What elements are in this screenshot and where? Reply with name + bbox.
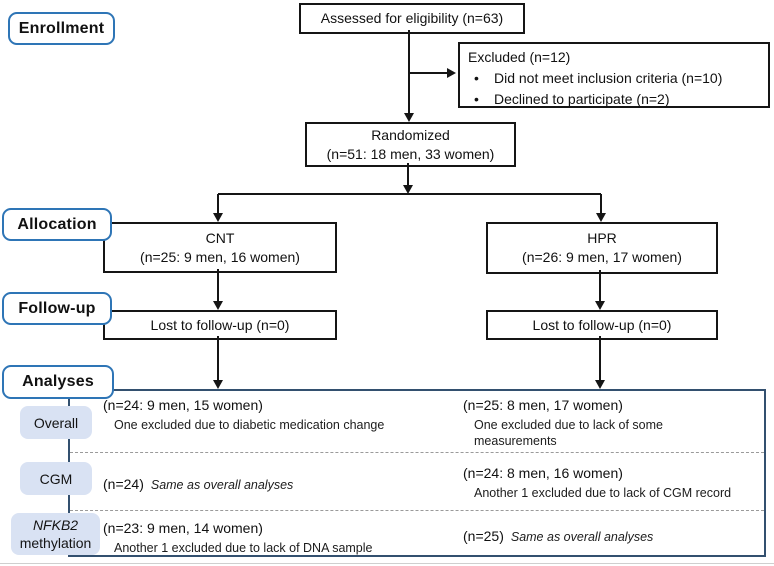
excluded-bullet-item: Declined to participate (n=2): [468, 89, 670, 110]
cgm-hpr-count: (n=24: 8 men, 16 women): [463, 465, 623, 481]
hpr-count: (n=26: 9 men, 17 women): [522, 249, 682, 265]
nfkb2-hpr-count: (n=25): [463, 528, 504, 544]
excluded-title: Excluded (n=12): [468, 49, 571, 65]
cgm-cnt-count: (n=24): [103, 476, 144, 492]
cgm-hpr-note: Another 1 excluded due to lack of CGM re…: [474, 486, 732, 500]
randomized-count: (n=51: 18 men, 33 women): [326, 145, 495, 162]
analysis-row-label-nfkb2-methylation: NFKB2 methylation: [11, 513, 100, 555]
excluded-bullet-text: Declined to participate (n=2): [494, 91, 670, 107]
nfkb2-gene-name: NFKB2: [32, 517, 79, 533]
hpr-title: HPR: [587, 230, 617, 246]
cnt-group-box: CNT (n=25: 9 men, 16 women): [103, 222, 337, 273]
overall-hpr-cell: (n=25: 8 men, 17 women) One excluded due…: [463, 396, 743, 449]
figure-bottom-rule: [0, 563, 774, 564]
nfkb2-label-line2: methylation: [19, 535, 92, 551]
analyses-panel: [68, 389, 766, 557]
analyses-row-separator: [70, 510, 764, 511]
overall-hpr-count: (n=25: 8 men, 17 women): [463, 397, 623, 413]
randomized-title: Randomized: [371, 126, 450, 143]
cnt-count: (n=25: 9 men, 16 women): [140, 248, 300, 265]
analysis-row-label-overall: Overall: [20, 406, 92, 439]
lost-followup-hpr-box: Lost to follow-up (n=0): [486, 310, 718, 340]
stage-label-analyses: Analyses: [2, 365, 114, 399]
excluded-bullet-item: Did not meet inclusion criteria (n=10): [468, 68, 722, 89]
cgm-cnt-note: Same as overall analyses: [150, 478, 294, 492]
lost-followup-cnt-box: Lost to follow-up (n=0): [103, 310, 337, 340]
stage-label-enrollment: Enrollment: [8, 12, 115, 45]
excluded-box: Excluded (n=12) Did not meet inclusion c…: [458, 42, 770, 108]
excluded-bullet-text: Did not meet inclusion criteria (n=10): [494, 70, 723, 86]
assessed-eligibility-box: Assessed for eligibility (n=63): [299, 3, 525, 34]
stage-label-allocation: Allocation: [2, 208, 112, 241]
nfkb2-hpr-note: Same as overall analyses: [510, 530, 654, 544]
analysis-row-label-cgm: CGM: [20, 462, 92, 495]
nfkb2-cnt-note: Another 1 excluded due to lack of DNA sa…: [114, 541, 373, 555]
nfkb2-hpr-cell: (n=25) Same as overall analyses: [463, 527, 653, 545]
cgm-cnt-cell: (n=24) Same as overall analyses: [103, 475, 293, 493]
overall-cnt-count: (n=24: 9 men, 15 women): [103, 397, 263, 413]
cnt-title: CNT: [205, 229, 235, 246]
randomized-box: Randomized (n=51: 18 men, 33 women): [305, 122, 516, 167]
overall-cnt-cell: (n=24: 9 men, 15 women) One excluded due…: [103, 396, 448, 433]
nfkb2-cnt-count: (n=23: 9 men, 14 women): [103, 520, 263, 536]
hpr-group-box: HPR (n=26: 9 men, 17 women): [486, 222, 718, 274]
overall-cnt-note: One excluded due to diabetic medication …: [114, 418, 385, 432]
stage-label-followup: Follow-up: [2, 292, 112, 325]
nfkb2-cnt-cell: (n=23: 9 men, 14 women) Another 1 exclud…: [103, 519, 448, 556]
cgm-hpr-cell: (n=24: 8 men, 16 women) Another 1 exclud…: [463, 464, 763, 501]
analyses-row-separator: [70, 452, 764, 453]
overall-hpr-note: One excluded due to lack of some measure…: [474, 418, 664, 448]
